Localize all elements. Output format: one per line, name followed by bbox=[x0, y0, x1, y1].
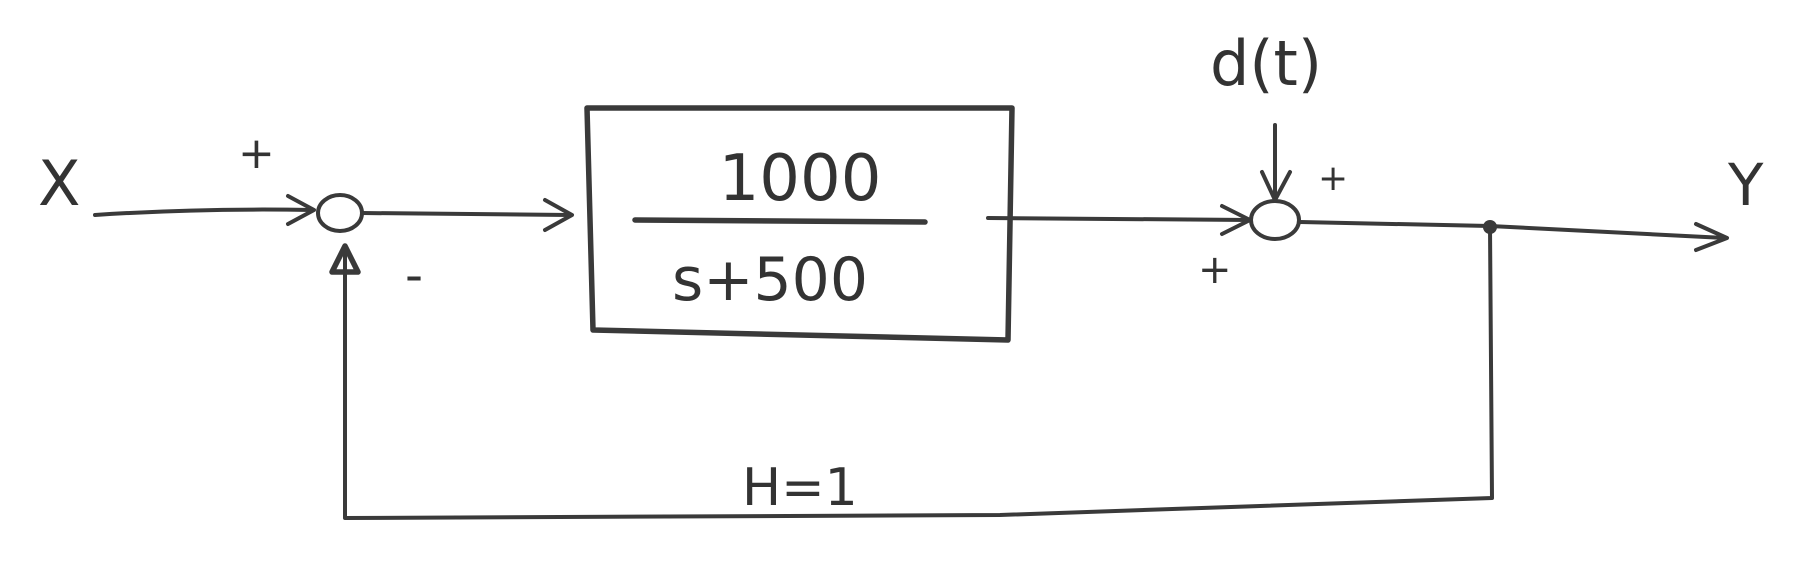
fraction-bar bbox=[632, 217, 928, 225]
disturbance-arrowhead bbox=[1260, 170, 1292, 202]
block-output-line bbox=[986, 216, 1252, 222]
feedback-label: H=1 bbox=[742, 458, 858, 518]
error-signal-line bbox=[360, 211, 572, 217]
block-denominator: s+500 bbox=[672, 245, 868, 315]
block-input-arrowhead bbox=[543, 198, 574, 232]
input-arrowhead bbox=[286, 194, 316, 226]
summing-junction-2 bbox=[1249, 199, 1301, 241]
output-arrowhead bbox=[1694, 222, 1729, 252]
block-numerator: 1000 bbox=[719, 142, 882, 216]
disturbance-label: d(t) bbox=[1210, 27, 1322, 100]
input-label: X bbox=[38, 147, 80, 220]
output-label: Y bbox=[1727, 151, 1764, 219]
summer1-minus-sign: - bbox=[405, 246, 423, 304]
feedback-path bbox=[343, 225, 1494, 520]
summer2-plus-top: + bbox=[1318, 158, 1348, 199]
feedback-arrowhead bbox=[329, 243, 361, 275]
summer2-plus-bottom: + bbox=[1198, 247, 1232, 293]
input-signal-line bbox=[93, 207, 314, 217]
transfer-function-block bbox=[584, 105, 1015, 343]
summer1-plus-sign: + bbox=[238, 128, 275, 179]
summing-junction-1 bbox=[316, 193, 364, 233]
output-signal-line bbox=[1298, 220, 1727, 240]
